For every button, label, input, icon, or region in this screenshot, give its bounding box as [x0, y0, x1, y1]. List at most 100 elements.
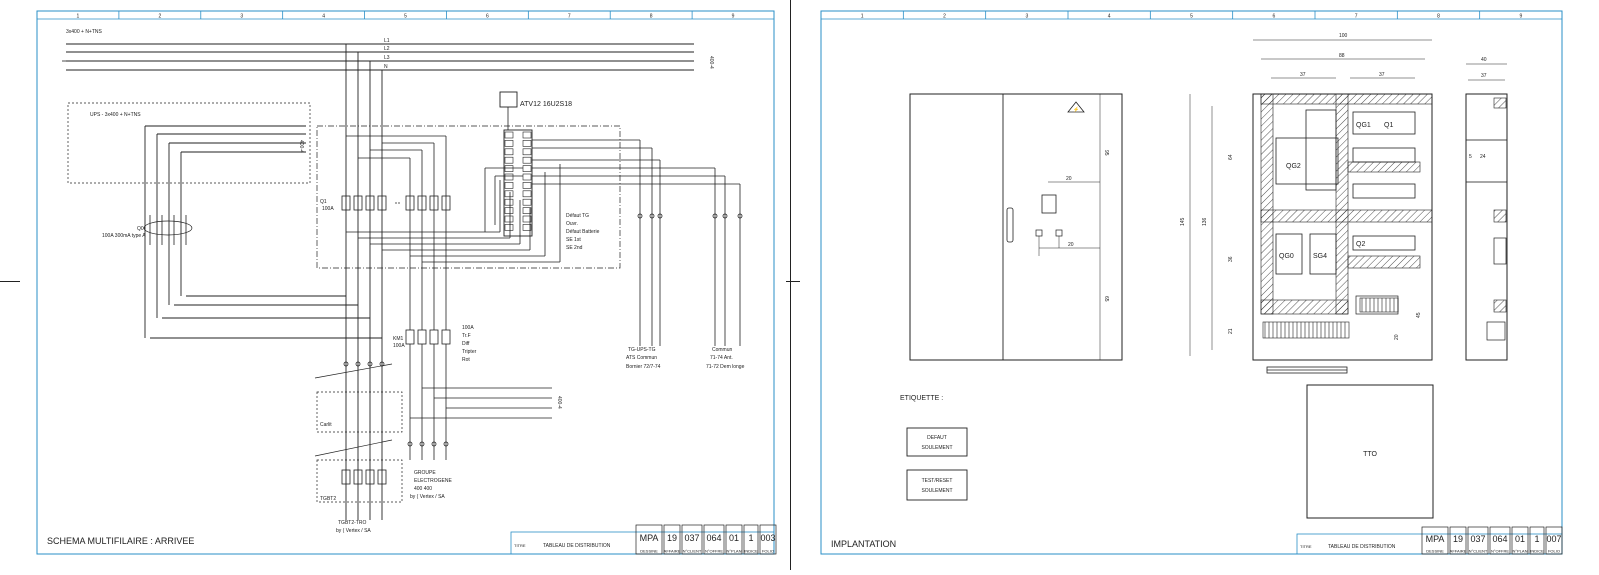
- column-number: 8: [650, 14, 653, 20]
- sheet-title: SCHEMA MULTIFILAIRE : ARRIVEE: [47, 536, 194, 546]
- dim-label: 36: [1228, 256, 1234, 262]
- dim-label: 40: [1481, 57, 1487, 63]
- km1-rating: 100A: [393, 343, 405, 349]
- titleblock-cell: 01: [1515, 534, 1525, 544]
- km1-note: Rot: [462, 357, 470, 363]
- q1-ref: Q1: [320, 199, 327, 205]
- groupe-label: by ( Vertex / SA: [410, 494, 445, 500]
- q1-breaker: Q1 100A: [320, 195, 451, 212]
- titleblock-cell: 064: [706, 533, 721, 543]
- km1-note: Tripter: [462, 349, 477, 355]
- dim-label: 37: [1481, 73, 1487, 79]
- feed-label: 3x400 + N+TNS: [66, 29, 103, 35]
- dim-label: 37: [1379, 72, 1385, 78]
- phase-label: L3: [384, 55, 390, 61]
- titleblock-cell-caption: N°CLIENT: [1469, 549, 1488, 554]
- tto-box: [1306, 384, 1434, 519]
- device-label: SG4: [1313, 253, 1327, 260]
- atv-box: [499, 91, 518, 108]
- dim-label: 136: [1202, 217, 1208, 226]
- tg-label: Bornier 72/7-74: [626, 364, 661, 370]
- titleblock-cell-caption: N°PLAN: [1513, 549, 1528, 554]
- out-note: 400-4: [556, 396, 562, 409]
- titleblock-cell: 037: [684, 533, 699, 543]
- titleblock-cell: 037: [1470, 534, 1485, 544]
- cabinet-front-view: ⚡ 20 20 95 65: [909, 93, 1123, 361]
- edge-tick: [0, 281, 20, 282]
- atv-note: SE 1st: [566, 237, 581, 243]
- titleblock-cell-caption: FOLIO: [1548, 549, 1560, 554]
- groupe-label: GROUPE: [414, 470, 436, 476]
- commun-label: Commun: [712, 347, 733, 353]
- column-number: 7: [1355, 14, 1358, 20]
- column-number: 6: [486, 14, 489, 20]
- sheet-title: IMPLANTATION: [831, 539, 896, 549]
- atv-note: SE 2nd: [566, 245, 583, 251]
- dim-label: 88: [1339, 53, 1345, 59]
- gland-plate: [1266, 366, 1348, 374]
- q0-ref: Q0: [137, 226, 144, 232]
- titleblock-cell-caption: INDICE: [1530, 549, 1544, 554]
- atv-note: Ouvr.: [566, 221, 578, 227]
- column-number: 3: [1025, 14, 1028, 20]
- column-number: 3: [240, 14, 243, 20]
- titleblock-cell: MPA: [1426, 534, 1445, 544]
- tgbt2-label: TGBT2: [320, 496, 336, 502]
- carlit-box: [316, 391, 403, 433]
- warning-icon: [1067, 101, 1085, 113]
- carlit-label: Carlit: [320, 422, 332, 428]
- sheet-frame: [820, 10, 1563, 555]
- label-test: [906, 469, 968, 501]
- dim-label: 21: [1228, 328, 1234, 334]
- titleblock-cell-caption: N°CLIENT: [683, 549, 702, 554]
- km1-note: Diff: [462, 341, 470, 347]
- bottom-label: by ( Vertex / SA: [336, 528, 371, 534]
- column-number: 2: [943, 14, 946, 20]
- label-default-text: DEFAUT: [927, 435, 947, 441]
- titleblock-cell: 1: [1534, 534, 1539, 544]
- dim-label: 37: [1300, 72, 1306, 78]
- titleblock-cell-caption: DESSINE: [1426, 549, 1444, 554]
- titleblock-cell-caption: N°PLAN: [727, 549, 742, 554]
- km1-note: Tr.F: [462, 333, 471, 339]
- dim-label: 20: [1066, 176, 1072, 182]
- dim-label: 5: [1469, 154, 1472, 160]
- titleblock-cell-caption: N°OFFRE: [705, 549, 723, 554]
- dim-label: 65: [1103, 296, 1109, 302]
- titleblock-cell: 19: [667, 533, 677, 543]
- main-enclosure: [316, 125, 621, 269]
- atv-controller: ATV12 16U2S18 Défaut TG Ouvr. Défaut Bat…: [499, 91, 740, 251]
- titleblock-cell: MPA: [640, 533, 659, 543]
- commun-label: 71-72 Dem longe: [706, 364, 745, 370]
- device-label: QG1: [1356, 122, 1371, 129]
- feed-note: 400-4: [708, 56, 714, 69]
- atv-note: Défaut Batterie: [566, 229, 600, 235]
- phase-label: N: [384, 64, 388, 70]
- dim-label: 20: [1068, 242, 1074, 248]
- dim-label: 100: [1339, 33, 1348, 39]
- column-number: 5: [404, 14, 407, 20]
- label-default-text: SOULEMENT: [921, 445, 952, 451]
- sheet-divider: [790, 0, 801, 570]
- atv-note: Défaut TG: [566, 213, 589, 219]
- tgbt2-box: [316, 459, 403, 503]
- dim-label: 20: [1394, 334, 1400, 340]
- titleblock-cell: 064: [1492, 534, 1507, 544]
- titleblock-cell: 19: [1453, 534, 1463, 544]
- column-number: 5: [1190, 14, 1193, 20]
- panel-layout: 100 88 37 37 145 136 64 36 21 QG2 QG1 Q1…: [1180, 33, 1433, 374]
- titleblock-cell: 007: [1546, 534, 1561, 544]
- q1-rating: 100A: [322, 206, 334, 212]
- device-label: Q1: [1384, 122, 1393, 129]
- titleblock-cell-caption: AFFAIRE: [1450, 549, 1467, 554]
- titleblock-cell-caption: INDICE: [744, 549, 758, 554]
- groupe-label: ELECTROGENE: [414, 478, 452, 484]
- phase-label: L2: [384, 46, 390, 52]
- dim-label: 95: [1103, 150, 1109, 156]
- ups-feed-label: UPS - 3x400 + N+TNS: [90, 112, 141, 118]
- titleblock-cell-caption: DESSINE: [640, 549, 658, 554]
